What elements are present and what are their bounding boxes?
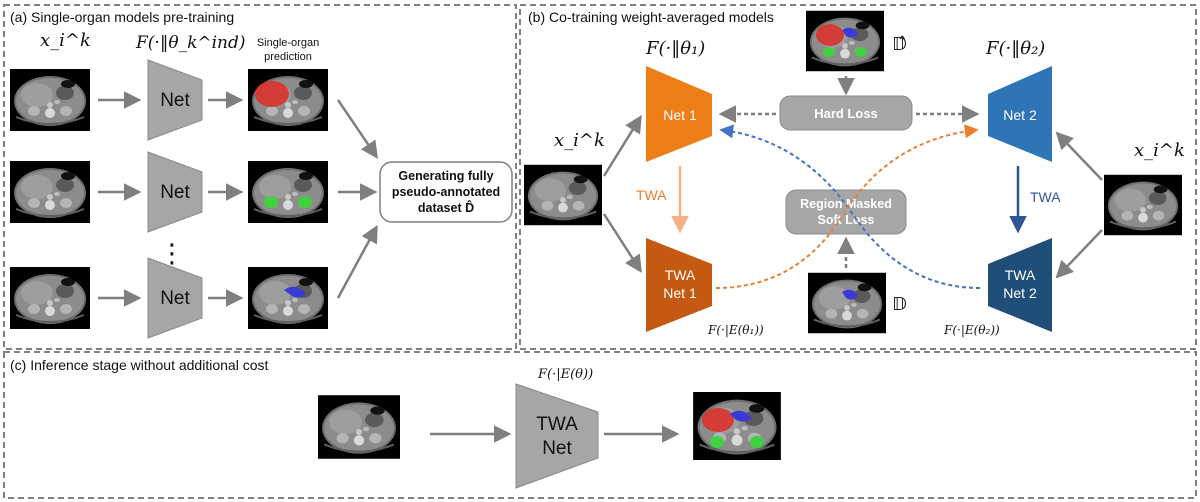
ct-input-row2 [10,160,90,224]
generate-dataset-box [379,161,513,223]
net-row1 [147,59,203,141]
panel-a-input-label: x_i^k [40,30,91,51]
net-row3-label: Net [160,288,190,309]
prediction-row3 [248,266,328,330]
ellipsis-dots: ⋮ [159,238,185,268]
ct-input-row3 [10,266,90,330]
liver-mask-row1 [255,81,289,107]
dashed-twa-net1-to-net2 [715,124,979,289]
generate-line3: dataset D̂ [418,200,474,215]
ct-pseudo-label [806,10,884,72]
panel-b: F(·‖θ₁) F(·‖θ₂) 𝔻̂ Hard Loss Net 1 TWA N… [524,10,1185,337]
twa-net-inference-line2: Net [542,438,572,459]
net-row2 [147,151,203,233]
ct-ground-truth [808,272,886,334]
kidney-right-mask-row2 [298,196,312,208]
soft-loss-line1: Region Masked [800,197,892,211]
twa-net1-line1: TWA [665,267,696,283]
net1 [646,66,712,162]
soft-loss-line2: Soft Loss [818,213,875,227]
panel-frames [3,4,1197,499]
generate-line2: pseudo-annotated [392,185,500,199]
panel-a-model-label: F(·‖θ_k^ind) [135,33,246,53]
model2-label: F(·‖θ₂) [985,38,1045,59]
output-pancreas [730,410,752,422]
ct-input-left [524,164,602,226]
net-row2-label: Net [160,182,190,203]
panel-a: x_i^k F(·‖θ_k^ind) Single-organ predicti… [10,30,513,339]
panel-b-title: (b) Co-training weight-averaged models [528,9,774,25]
output-liver [702,408,734,432]
prediction-label-line2: prediction [264,51,312,63]
arrow-input-to-twa-net2 [1055,229,1103,279]
ct-input-row1 [10,68,90,132]
kidney-left-mask-row2 [264,196,278,208]
panel-a-title: (a) Single-organ models pre-training [10,9,234,25]
twa-left-label: TWA [636,187,667,203]
dhat-kidney-left [823,47,835,57]
arrow-pred3-to-generate [336,224,378,299]
twa-net1 [646,238,712,332]
dhat-label: 𝔻̂ [892,34,907,54]
model1-label: F(·‖θ₁) [645,38,705,59]
twa-net2 [988,238,1052,332]
arrow-input-to-twa-net1 [602,213,642,273]
net-row3 [147,257,203,339]
panel-c-title: (c) Inference stage without additional c… [10,357,268,373]
prediction-label-line1: Single-organ [257,37,319,49]
arrow-input-to-net1 [602,115,642,177]
output-kidney-left [710,436,724,448]
dhat-liver [816,24,844,46]
dhat-kidney-right [855,47,867,57]
ema2-label: F(·|E(θ₂)) [943,323,1000,337]
net2-label: Net 2 [1003,107,1037,123]
twa-net1-line2: Net 1 [663,285,697,301]
input-left-label: x_i^k [554,130,605,151]
hard-loss-label: Hard Loss [814,106,878,121]
ct-input-right [1104,174,1182,236]
dhat-pancreas [842,27,858,38]
d-label: 𝔻 [892,294,907,314]
net1-label: Net 1 [663,107,697,123]
panel-a-frame [3,4,517,350]
twa-net2-line2: Net 2 [1003,285,1037,301]
input-right-label: x_i^k [1134,140,1185,161]
twa-net-inference [515,383,599,489]
soft-loss-box [785,189,907,235]
d-pancreas [842,289,858,300]
ct-inference-input [318,394,400,460]
dashed-twa-net2-to-net1 [719,124,981,289]
prediction-row2 [248,160,328,224]
arrow-pred1-to-generate [336,99,378,159]
net2 [988,66,1052,162]
twa-net-inference-line1: TWA [536,414,578,435]
panel-c: F(·|E(θ)) TWA Net [318,367,783,489]
arrow-input-to-net2 [1055,131,1103,181]
net-row1-label: Net [160,90,190,111]
hard-loss-box [779,95,913,131]
pancreas-mask-row3 [284,286,306,298]
ema1-label: F(·|E(θ₁)) [707,323,764,337]
panel-c-frame [3,351,1197,499]
twa-right-label: TWA [1030,189,1061,205]
output-kidney-right [750,436,764,448]
panel-c-model-label: F(·|E(θ)) [537,367,593,382]
generate-line1: Generating fully [398,169,493,183]
twa-net2-line1: TWA [1005,267,1036,283]
